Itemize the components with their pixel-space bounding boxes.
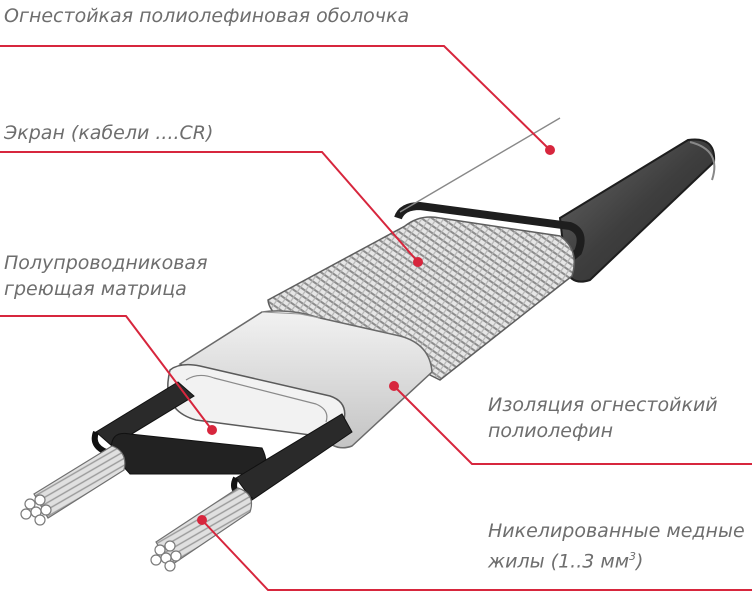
thin-wire-line [400,118,560,212]
label-cores: Никелированные медные жилы (1..3 мм3) [488,518,745,574]
marker-matrix [207,425,217,435]
label-outer-sheath: Огнестойкая полиолефиновая оболочка [4,3,409,29]
label-insulation-line1: Изоляция огнестойкий [488,392,718,418]
marker-cores [197,515,207,525]
label-screen: Экран (кабели ....CR) [4,120,213,146]
marker-outer-sheath [545,145,555,155]
label-insulation: Изоляция огнестойкий полиолефин [488,392,718,444]
marker-insulation [389,381,399,391]
label-cores-line2-end: ) [636,550,643,572]
leader-screen [0,152,418,262]
marker-screen [413,257,423,267]
label-matrix-line1: Полупроводниковая [4,250,208,276]
label-matrix-line2: греющая матрица [4,276,208,302]
label-cores-line2: жилы (1..3 мм3) [488,544,745,574]
label-cores-line1: Никелированные медные [488,518,745,544]
label-cores-superscript: 3 [629,550,636,563]
label-matrix: Полупроводниковая греющая матрица [4,250,208,302]
label-cores-line2-main: жилы (1..3 мм [488,550,629,572]
label-insulation-line2: полиолефин [488,418,718,444]
